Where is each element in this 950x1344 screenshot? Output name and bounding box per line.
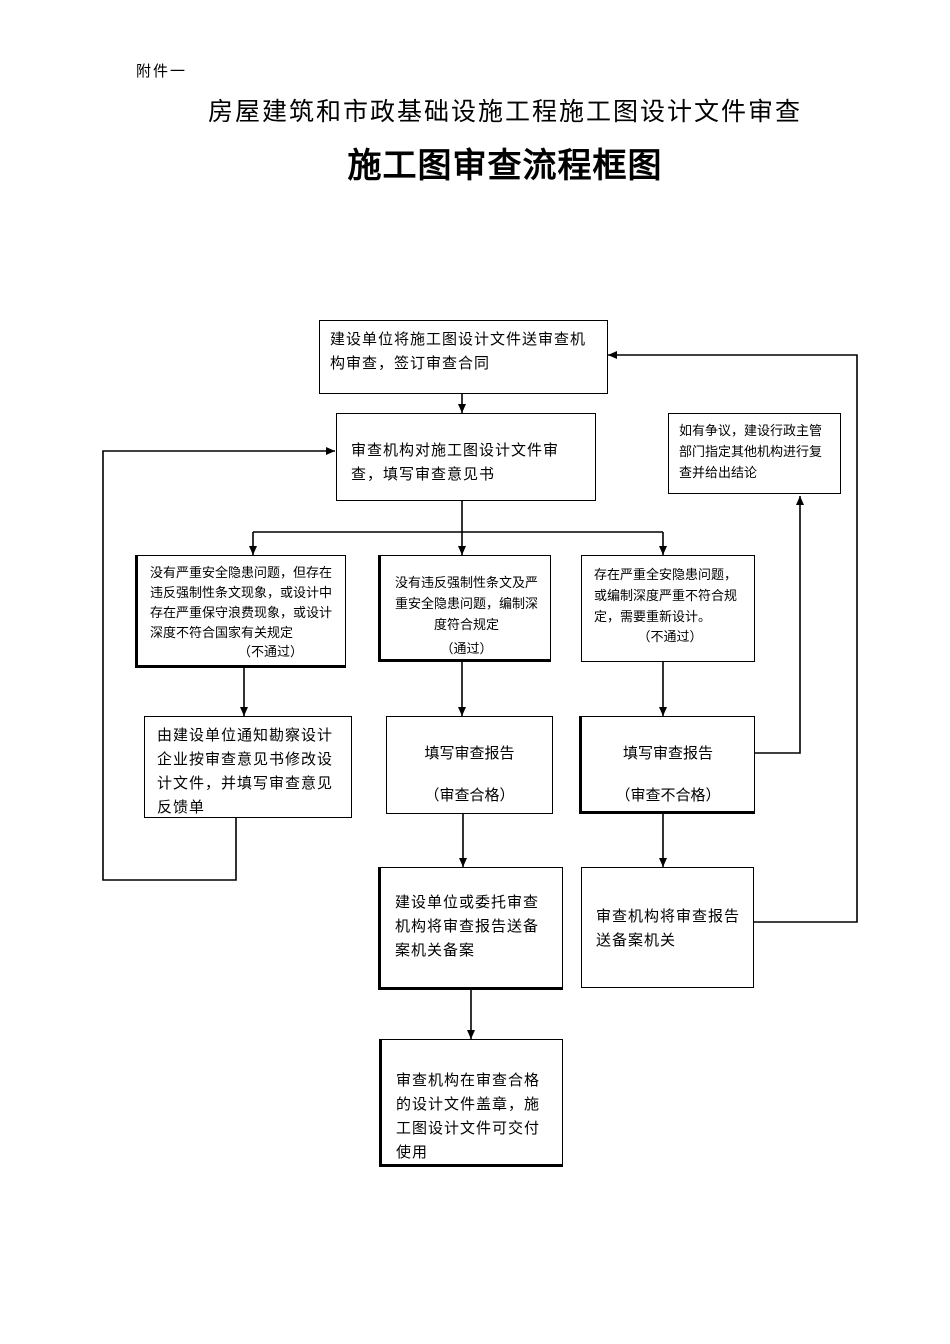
arrow-notify-loop-to-review (102, 447, 335, 881)
review-text: 审查机构对施工图设计文件审查，填写审查意见书 (351, 441, 560, 483)
file-pass-text: 建设单位或委托审查机构将审查报告送备案机关备案 (395, 893, 540, 959)
document-title: 施工图审查流程框图 (347, 146, 663, 186)
notify-box: 由建设单位通知勘察设计企业按审查意见书修改设计文件，并填写审查意见反馈单 (144, 716, 352, 818)
left-case-status: （不通过） (238, 645, 304, 660)
final-box: 审查机构在审查合格的设计文件盖章，施工图设计文件可交付使用 (379, 1039, 563, 1167)
right-case-box: 存在严重全安隐患问题，或编制深度严重不符合规定，需要重新设计。 （不通过） (581, 555, 755, 662)
mid-case-box: 没有违反强制性条文及严重安全隐患问题，编制深度符合规定 （通过） (378, 555, 551, 662)
left-case-box: 没有严重安全隐患问题，但存在违反强制性条文现象，或设计中存在严重保守浪费现象，或… (135, 555, 346, 668)
submit-box: 建设单位将施工图设计文件送审查机构审查，签订审查合同 (319, 320, 608, 394)
annex-label: 附件一 (136, 62, 188, 80)
right-case-status: （不通过） (637, 630, 703, 646)
final-text: 审查机构在审查合格的设计文件盖章，施工图设计文件可交付使用 (396, 1071, 541, 1161)
report-pass-status: （审查合格） (424, 786, 515, 804)
report-pass-label: 填写审查报告 (424, 744, 515, 762)
report-fail-label: 填写审查报告 (622, 744, 713, 762)
file-pass-box: 建设单位或委托审查机构将审查报告送备案机关备案 (378, 867, 563, 990)
review-box: 审查机构对施工图设计文件审查，填写审查意见书 (336, 413, 596, 501)
left-case-text: 没有严重安全隐患问题，但存在违反强制性条文现象，或设计中存在严重保守浪费现象，或… (150, 566, 333, 642)
dispute-box: 如有争议，建设行政主管部门指定其他机构进行复查并给出结论 (668, 413, 841, 494)
report-pass-box: 填写审查报告 （审查合格） (386, 716, 553, 814)
notify-text: 由建设单位通知勘察设计企业按审查意见书修改设计文件，并填写审查意见反馈单 (157, 726, 334, 816)
file-fail-box: 审查机构将审查报告送备案机关 (581, 867, 754, 988)
right-case-text: 存在严重全安隐患问题，或编制深度严重不符合规定，需要重新设计。 (594, 568, 738, 625)
arrow-file-fail-loop-to-submit (608, 351, 858, 923)
dispute-text: 如有争议，建设行政主管部门指定其他机构进行复查并给出结论 (679, 424, 823, 481)
submit-text: 建设单位将施工图设计文件送审查机构审查，签订审查合同 (330, 330, 587, 372)
report-fail-box: 填写审查报告 （审查不合格） (579, 716, 755, 814)
mid-case-text: 没有违反强制性条文及严重安全隐患问题，编制深度符合规定 (394, 576, 538, 633)
mid-case-status: （通过） (440, 642, 493, 658)
report-fail-status: （审查不合格） (615, 786, 721, 804)
arrow-report-fail-to-dispute (755, 496, 804, 754)
file-fail-text: 审查机构将审查报告送备案机关 (596, 907, 741, 949)
document-subtitle: 房屋建筑和市政基础设施工程施工图设计文件审查 (207, 97, 802, 126)
